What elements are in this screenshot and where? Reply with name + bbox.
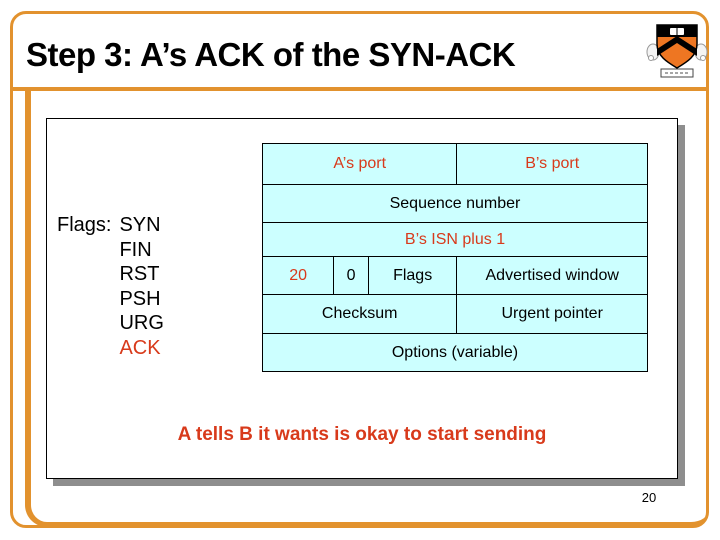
field-b-port: B’s port xyxy=(456,143,648,185)
tcp-header-table: A’s port B’s port Sequence number B’s IS… xyxy=(261,143,648,372)
table-row: Options (variable) xyxy=(262,333,648,372)
field-reserved: 0 xyxy=(333,256,369,295)
flag-item-fin: FIN xyxy=(119,238,152,261)
slide-title: Step 3: A’s ACK of the SYN-ACK xyxy=(26,36,516,73)
page-number: 20 xyxy=(641,490,657,505)
table-row: Sequence number xyxy=(262,184,648,223)
flag-item-urg: URG xyxy=(119,312,164,334)
field-flags: Flags xyxy=(367,256,458,295)
princeton-shield-icon xyxy=(646,24,708,78)
footer-note: A tells B it wants is okay to start send… xyxy=(177,424,547,445)
field-checksum: Checksum xyxy=(261,294,458,334)
flags-label: Flags: xyxy=(57,214,112,236)
flag-item-rst: RST xyxy=(119,263,160,285)
field-a-port: A’s port xyxy=(261,143,458,185)
field-options: Options (variable) xyxy=(262,333,648,372)
field-sequence-number: Sequence number xyxy=(262,184,648,223)
flags-panel: Flags: SYN FIN RST PSH URG ACK xyxy=(57,213,164,360)
flag-item-ack: ACK xyxy=(119,336,161,359)
table-row: Checksum Urgent pointer xyxy=(261,294,648,334)
field-advertised-window: Advertised window xyxy=(456,256,648,295)
field-acknowledgment: B’s ISN plus 1 xyxy=(262,222,648,257)
table-row: 20 0 Flags Advertised window xyxy=(261,256,648,295)
title-divider xyxy=(10,87,709,91)
table-row: A’s port B’s port xyxy=(261,143,648,185)
flag-item-syn: SYN xyxy=(119,214,161,236)
flag-item-psh: PSH xyxy=(119,287,161,310)
table-row: B’s ISN plus 1 xyxy=(262,222,648,257)
left-accent-bar xyxy=(25,91,709,527)
field-header-length: 20 xyxy=(261,256,335,295)
field-urgent-pointer: Urgent pointer xyxy=(456,294,648,334)
flags-list: SYN FIN RST PSH URG ACK xyxy=(119,213,163,360)
